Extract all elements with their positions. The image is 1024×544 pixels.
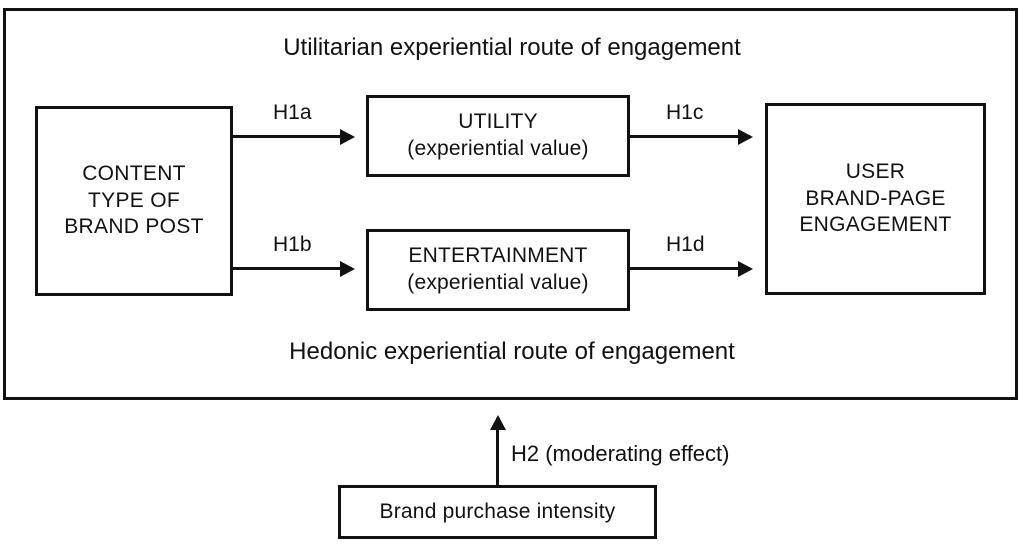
node-engagement-line-2: BRAND-PAGE (805, 186, 946, 210)
node-content-type-line-2: TYPE OF (88, 188, 180, 212)
node-content-type-line-1: CONTENT (82, 161, 186, 185)
edge-label-h1b: H1b (273, 233, 312, 256)
node-entertainment: ENTERTAINMENT (experiential value) (366, 229, 630, 311)
utilitarian-route-title: Utilitarian experiential route of engage… (283, 34, 741, 61)
node-engagement-line-3: ENGAGEMENT (799, 213, 952, 237)
node-utility-line-1: UTILITY (458, 110, 538, 134)
arrow-h1b-icon (233, 267, 352, 270)
node-user-brand-page-engagement: USER BRAND-PAGE ENGAGEMENT (765, 103, 986, 295)
node-utility: UTILITY (experiential value) (366, 95, 630, 177)
node-entertainment-line-1: ENTERTAINMENT (408, 244, 588, 268)
arrow-h1d-icon (630, 267, 750, 270)
edge-label-h1d: H1d (666, 233, 705, 256)
node-moderator-line-1: Brand purchase intensity (379, 499, 616, 523)
edge-label-h1c: H1c (666, 101, 704, 124)
node-engagement-line-1: USER (845, 159, 906, 183)
node-entertainment-line-2: (experiential value) (407, 271, 589, 294)
arrow-h2-up-icon (496, 418, 499, 485)
node-utility-line-2: (experiential value) (407, 137, 589, 160)
node-content-type-line-3: BRAND POST (64, 215, 204, 239)
node-content-type-of-brand-post: CONTENT TYPE OF BRAND POST (35, 106, 233, 296)
arrow-h1c-icon (630, 135, 750, 138)
edge-label-h2: H2 (moderating effect) (511, 441, 730, 466)
hedonic-route-title: Hedonic experiential route of engagement (289, 338, 735, 365)
node-brand-purchase-intensity: Brand purchase intensity (338, 485, 657, 539)
edge-label-h1a: H1a (273, 101, 312, 124)
arrow-h1a-icon (233, 135, 352, 138)
